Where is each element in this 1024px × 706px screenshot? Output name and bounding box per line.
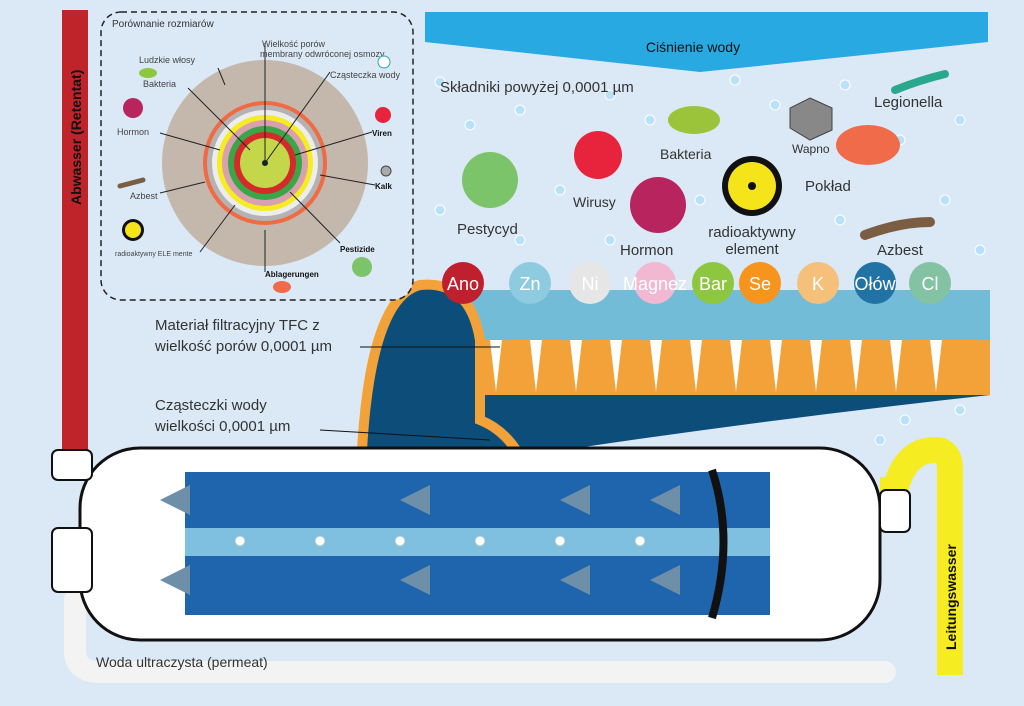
ion-label: Zn	[519, 274, 540, 294]
radioactive-label-2: element	[725, 241, 779, 258]
filter-material-label-2: wielkość porów 0,0001 µm	[154, 338, 332, 355]
bacteria-icon	[668, 106, 720, 134]
ion-label: Ni	[582, 274, 599, 294]
inset-hair-label: Ludzkie włosy	[139, 55, 196, 65]
retentate-fitting	[51, 449, 93, 481]
lime-icon	[789, 97, 833, 141]
inset-radioactive-label: radioaktywny ELE mente	[115, 251, 193, 258]
bakteria-label: Bakteria	[660, 146, 712, 162]
pesticide-icon	[462, 152, 518, 208]
virus-icon	[574, 131, 622, 179]
hormon-label: Hormon	[620, 242, 673, 259]
inset-title: Porównanie rozmiarów	[112, 19, 214, 30]
membrane-support-layer	[470, 340, 990, 395]
ion-circle	[569, 262, 611, 304]
ion-circle	[509, 262, 551, 304]
legionella-label: Legionella	[874, 94, 943, 111]
ion-circle	[442, 262, 484, 304]
inset-viruses-label: Viren	[372, 129, 392, 138]
poklad-label: Pokład	[805, 178, 851, 195]
asbestos-icon	[860, 217, 935, 240]
membrane-pores	[490, 340, 942, 392]
pestycyd-label: Pestycyd	[457, 221, 518, 238]
hormone-icon	[630, 177, 686, 233]
retentate-pipe	[62, 10, 88, 450]
inlet-fitting	[879, 489, 911, 533]
ion-circle	[854, 262, 896, 304]
inset-asbestos-label: Azbest	[130, 191, 158, 201]
ion-circle	[909, 262, 951, 304]
components-above-label: Składniki powyżej 0,0001 µm	[440, 79, 634, 96]
contaminant-icons	[462, 70, 949, 240]
end-seal	[708, 468, 728, 620]
ion-label: Magnez	[623, 274, 687, 294]
deposit-icon	[836, 125, 900, 165]
water-pressure-label: Ciśnienie wody	[646, 39, 740, 55]
filter-material-label-1: Materiał filtracyjny TFC z	[155, 317, 320, 334]
inset-pesticides-label: Pestizide	[340, 245, 375, 254]
tap-water-label: Leitungswasser	[943, 544, 959, 650]
water-molecules-pointer	[319, 429, 491, 441]
wirusy-label: Wirusy	[573, 194, 616, 210]
radioactive-label-1: radioaktywny	[708, 224, 796, 241]
ion-label: Ołów	[854, 274, 896, 294]
inset-hormone-label: Hormon	[117, 127, 149, 137]
ion-circle	[692, 262, 734, 304]
permeate-pipe	[64, 589, 896, 683]
ion-row: Ano Zn Ni Magnez Bar Se K Ołów Cl	[442, 262, 951, 304]
ion-label: Se	[749, 274, 771, 294]
inset-icons	[117, 55, 392, 293]
inset-lime-label: Kalk	[375, 182, 392, 191]
ion-label: Bar	[699, 274, 727, 294]
flow-arrows	[160, 485, 680, 595]
ion-label: K	[812, 274, 824, 294]
inset-deposits-label: Ablagerungen	[265, 270, 319, 279]
wapno-label: Wapno	[792, 142, 830, 156]
inset-pore-label-2: membrany odwróconej osmozy	[260, 49, 385, 59]
ion-circle	[797, 262, 839, 304]
tap-water-pipe	[880, 437, 963, 675]
inset-water-label: Cząsteczka wody	[330, 70, 401, 80]
membrane-top-layer	[440, 290, 990, 340]
ion-circle	[634, 262, 676, 304]
water-molecules-label-2: wielkości 0,0001 µm	[154, 418, 290, 435]
permeate-molecules	[234, 535, 646, 547]
permeate-label: Woda ultraczysta (permeat)	[96, 654, 268, 670]
ion-circle	[739, 262, 781, 304]
ion-label: Ano	[447, 274, 479, 294]
ion-label: Cl	[922, 274, 939, 294]
inset-pore-label-1: Wielkość porów	[262, 39, 326, 49]
azbest-label: Azbest	[877, 242, 924, 259]
water-pressure-banner	[425, 12, 988, 72]
water-molecules-label-1: Cząsteczki wody	[155, 397, 267, 414]
retentate-label: Abwasser (Retentat)	[68, 70, 84, 205]
legionella-icon	[891, 70, 949, 94]
permeate-fitting	[51, 527, 93, 593]
inset-pointers	[159, 43, 376, 272]
inset-bacteria-label: Bakteria	[143, 79, 176, 89]
